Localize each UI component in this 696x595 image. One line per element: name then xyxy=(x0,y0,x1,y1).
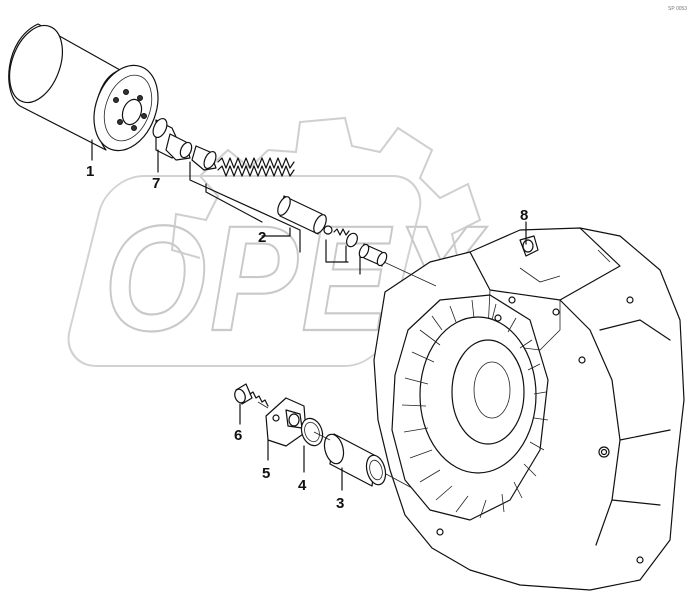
part-7-adapter-fitting xyxy=(152,117,193,161)
filter-base-ring xyxy=(103,74,153,142)
transmission-housing xyxy=(373,227,685,591)
filter-center-hub xyxy=(121,98,143,126)
callout-6: 6 xyxy=(234,427,242,444)
part-6-screw xyxy=(234,383,269,407)
part-2-valve-assembly xyxy=(191,145,388,267)
part-1-oil-filter xyxy=(8,23,159,152)
valve-ball xyxy=(323,225,333,235)
part-4-o-ring xyxy=(300,417,324,447)
assembly-axis xyxy=(383,261,437,287)
part-3-sleeve xyxy=(323,433,387,487)
part-5-cover-plate xyxy=(265,397,307,447)
valve-washer xyxy=(345,232,359,248)
housing-bolts xyxy=(436,296,644,564)
housing-bore-inner xyxy=(451,339,525,445)
callout-7: 7 xyxy=(152,175,160,192)
housing-right-side xyxy=(559,299,671,546)
valve-spring xyxy=(217,157,295,169)
callout-1: 1 xyxy=(86,163,94,180)
callout-8: 8 xyxy=(520,207,528,224)
filter-port xyxy=(113,97,119,103)
callout-5: 5 xyxy=(262,465,270,482)
housing-bore-hole xyxy=(473,361,511,419)
leader-2 xyxy=(189,161,361,275)
callout-3: 3 xyxy=(336,495,344,512)
callout-4: 4 xyxy=(298,477,307,494)
valve-small-spring xyxy=(333,228,350,236)
housing-ribs xyxy=(401,299,549,519)
watermark-gear-outline xyxy=(170,116,482,261)
callout-2: 2 xyxy=(258,229,266,246)
assembly-axis-lower xyxy=(257,401,413,489)
housing-bell-rim xyxy=(391,294,549,521)
filter-top-end xyxy=(9,24,63,104)
reference-code: SP 0053 xyxy=(668,6,687,12)
